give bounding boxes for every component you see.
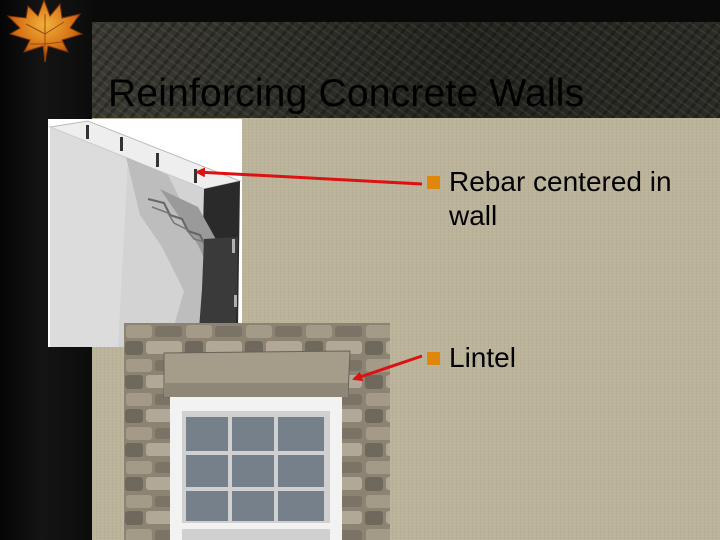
title-band (92, 22, 720, 118)
bullet-rebar: Rebar centered in wall (427, 165, 712, 233)
lintel-photo (124, 323, 390, 540)
bullet-text: Lintel (449, 342, 516, 373)
bullet-square-icon (427, 352, 440, 365)
rebar-wall-illustration (48, 119, 242, 347)
slide-title: Reinforcing Concrete Walls (108, 72, 585, 115)
maple-leaf-icon (6, 0, 84, 63)
bullet-lintel: Lintel (427, 341, 627, 375)
bullet-square-icon (427, 176, 440, 189)
bullet-text: Rebar centered in wall (449, 166, 672, 231)
